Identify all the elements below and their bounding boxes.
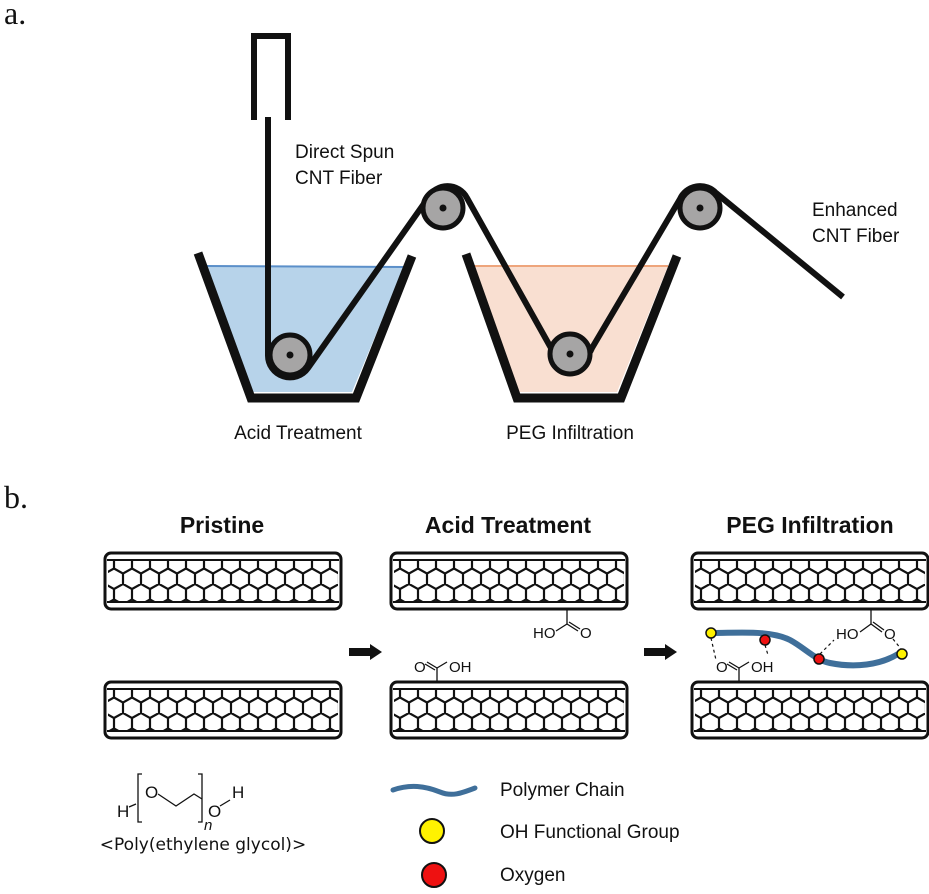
cooh-group-bottom: O OH [414, 659, 472, 682]
hydrogen-bonds [710, 637, 902, 661]
cnt-tube-peg-top [690, 551, 929, 611]
peg-cooh-bottom: O OH [716, 659, 774, 682]
spinneret-icon [251, 33, 291, 120]
legend-label-polymer: Polymer Chain [500, 780, 625, 801]
oxygen-marker [813, 653, 825, 665]
legend: Polymer Chain OH Functional Group Oxygen [390, 780, 680, 888]
legend-oh-group-icon [419, 818, 445, 844]
stage-title-acid: Acid Treatment [425, 512, 591, 538]
svg-text:O: O [716, 659, 728, 676]
oxygen-marker [759, 634, 771, 646]
peg-bath-label: PEG Infiltration [506, 423, 634, 444]
acid-bath-label: Acid Treatment [234, 423, 362, 444]
svg-text:O: O [208, 802, 221, 821]
acid-beaker [193, 251, 417, 403]
legend-oxygen-icon [421, 862, 447, 888]
output-label-line1: Enhanced [812, 200, 898, 221]
spinner-label-line1: Direct Spun [295, 142, 394, 163]
svg-text:O: O [414, 659, 426, 676]
cooh-group-top: HO O [533, 609, 592, 642]
svg-text:H: H [117, 802, 129, 821]
stage-title-peg: PEG Infiltration [726, 512, 893, 538]
acid-bath-surface [206, 265, 405, 268]
cnt-tube-acid-top [389, 551, 629, 611]
svg-text:n: n [204, 817, 212, 834]
svg-text:H: H [232, 783, 244, 802]
output-label-line2: CNT Fiber [812, 226, 900, 247]
svg-text:O: O [580, 625, 592, 642]
arrow-right-icon [349, 644, 382, 660]
peg-name: <Poly(ethylene glycol)> [100, 835, 306, 855]
panel-b-label: b. [4, 479, 28, 515]
peg-cooh-top: HO O [836, 609, 896, 643]
oh-group-marker [896, 648, 908, 660]
roller-top-right-icon [677, 185, 723, 231]
peg-structure-formula: H O n O H [117, 773, 244, 834]
stage-title-pristine: Pristine [180, 512, 264, 538]
roller-top-middle-icon [420, 185, 466, 231]
arrow-right-icon [644, 644, 677, 660]
cnt-tube-peg-bottom [690, 680, 929, 740]
cnt-tube-pristine-top [103, 551, 343, 611]
peg-beaker [461, 252, 682, 403]
svg-text:O: O [884, 626, 896, 643]
legend-label-oxygen: Oxygen [500, 865, 565, 886]
svg-text:OH: OH [751, 659, 774, 676]
polymer-chain [708, 629, 901, 669]
cnt-tube-acid-bottom [389, 680, 629, 740]
panel-a-label: a. [4, 0, 26, 31]
svg-text:O: O [145, 783, 158, 802]
svg-text:OH: OH [449, 659, 472, 676]
svg-text:HO: HO [836, 626, 859, 643]
roller-peg-icon [547, 331, 593, 377]
roller-acid-icon [267, 332, 313, 378]
legend-polymer-chain-icon [390, 783, 478, 797]
legend-label-oh: OH Functional Group [500, 822, 680, 843]
cnt-tube-pristine-bottom [103, 680, 343, 740]
svg-text:HO: HO [533, 625, 556, 642]
oh-group-marker [705, 627, 717, 639]
spinner-label-line2: CNT Fiber [295, 168, 383, 189]
